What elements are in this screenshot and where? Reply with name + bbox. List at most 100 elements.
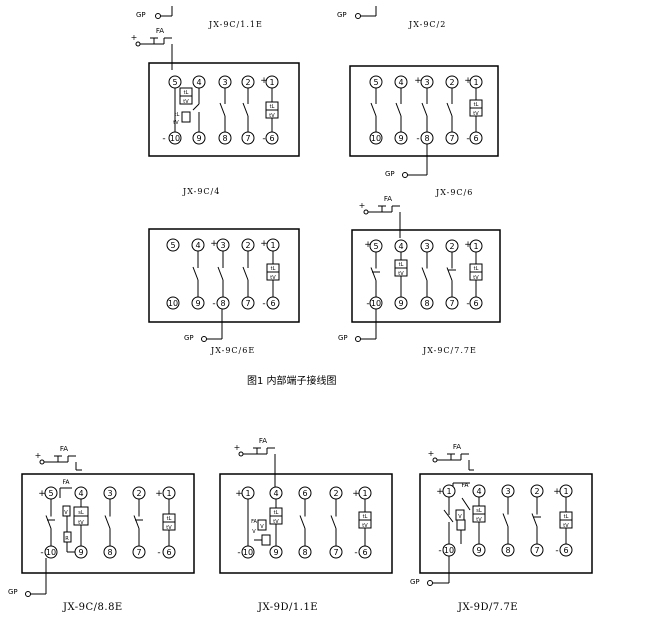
minus-sign: - (555, 546, 558, 556)
minus-sign: - (354, 548, 357, 558)
terminal-number: 3 (220, 241, 225, 250)
contact-blade (192, 266, 199, 281)
contact-blade (421, 267, 428, 281)
terminal-number: 1 (362, 489, 367, 498)
contact-blade (242, 102, 249, 117)
coil-label: tV (473, 275, 479, 281)
terminal-number: 1 (270, 241, 275, 250)
terminal-number: 6 (302, 489, 307, 498)
terminal-number: 7 (449, 134, 454, 143)
contact-blade (421, 102, 428, 117)
model-label-jx9c-1-1e: JX-9C/1.1E (209, 20, 263, 29)
resistor-label: R (65, 536, 69, 542)
terminal-number: 8 (424, 299, 429, 308)
gp-label: GP (385, 170, 395, 178)
plus-sign: + (553, 487, 561, 497)
fa-label: FA (251, 519, 257, 525)
minus-sign: - (162, 134, 165, 144)
coil-label: tL (474, 266, 479, 272)
terminal-number: 2 (136, 489, 141, 498)
contact-blade (299, 515, 306, 529)
terminal-number: 9 (476, 546, 481, 555)
plus-sign: + (210, 239, 218, 249)
plus-sign: + (260, 239, 268, 249)
plus-sign: + (352, 489, 360, 499)
terminal-number: 7 (333, 548, 338, 557)
terminal (166, 296, 180, 310)
plus-sign: + (234, 443, 241, 452)
coil-label: tV (563, 523, 569, 529)
plus-sign: + (359, 201, 366, 210)
terminal-number: 9 (195, 299, 200, 308)
minus-sign: - (157, 548, 160, 558)
gp-terminal (155, 13, 161, 19)
terminal-number: 3 (424, 242, 429, 251)
fa-terminal (432, 457, 438, 463)
contact-blade (446, 102, 453, 117)
coil-label: tL (167, 516, 172, 522)
terminal-number: 10 (168, 299, 178, 308)
resistor-label: V (260, 524, 264, 530)
terminal-number: 4 (78, 489, 83, 498)
fa-label: FA (60, 445, 68, 453)
terminal-number: 7 (136, 548, 141, 557)
fa-terminal (363, 209, 369, 215)
minus-sign: - (40, 548, 43, 558)
terminal-number: 6 (473, 134, 478, 143)
plus-sign: + (364, 240, 372, 250)
terminal-number: 8 (220, 299, 225, 308)
fa-terminal (238, 451, 244, 457)
minus-sign: - (466, 134, 469, 144)
coil-label: tV (398, 271, 404, 277)
terminal (166, 238, 180, 252)
terminal-number: 5 (170, 241, 175, 250)
terminal-number: 7 (245, 134, 250, 143)
contact-blade (219, 102, 226, 117)
coil-label: tV (362, 523, 368, 529)
resistor-label: V (252, 529, 256, 535)
terminal-number: 7 (534, 546, 539, 555)
terminal-number: 10 (371, 134, 381, 143)
terminal-number: 9 (398, 299, 403, 308)
terminal-number: 4 (196, 78, 201, 87)
model-label-jx9d-7-7e: JX-9D/7.7E (458, 602, 519, 613)
coil-label: tL (474, 102, 479, 108)
terminal-number: 4 (195, 241, 200, 250)
plus-sign: + (414, 76, 422, 86)
terminal-number: 7 (449, 299, 454, 308)
gp-terminal (355, 336, 361, 342)
minus-sign: - (212, 299, 215, 309)
terminal-number: 1 (269, 78, 274, 87)
terminal-number: 2 (449, 78, 454, 87)
plus-sign: + (38, 489, 46, 499)
terminal-number: 8 (302, 548, 307, 557)
terminal-number: 4 (398, 78, 403, 87)
minus-sign: - (416, 134, 419, 144)
gp-terminal (355, 13, 361, 19)
coil-label: tV (270, 275, 276, 281)
terminal-number: 5 (373, 242, 378, 251)
gp-label: GP (338, 334, 348, 342)
terminal-number: 5 (172, 78, 177, 87)
fa-label: FA (453, 443, 461, 451)
terminal-number: 1 (166, 489, 171, 498)
contact-blade (45, 515, 52, 529)
gp-terminal (402, 172, 408, 178)
contact-blade (370, 102, 377, 117)
figure-caption: 图1 内部端子接线图 (247, 376, 337, 387)
coil-label: tL (270, 104, 275, 110)
plus-sign: + (35, 451, 42, 460)
terminal-number: 3 (424, 78, 429, 87)
model-label-jx9c-8-8e: JX-9C/8.8E (63, 602, 123, 613)
wire (461, 497, 471, 511)
coil-label: tV (166, 525, 172, 531)
resistor-label: V (64, 510, 68, 516)
coil-label: tL (274, 510, 279, 516)
terminal-number: 8 (505, 546, 510, 555)
terminal-number: 9 (196, 134, 201, 143)
coil-label: tL (399, 262, 404, 268)
terminal-number: 3 (222, 78, 227, 87)
gp-terminal (427, 580, 433, 586)
terminal-number: 1 (473, 78, 478, 87)
coil-label: tV (273, 519, 279, 525)
